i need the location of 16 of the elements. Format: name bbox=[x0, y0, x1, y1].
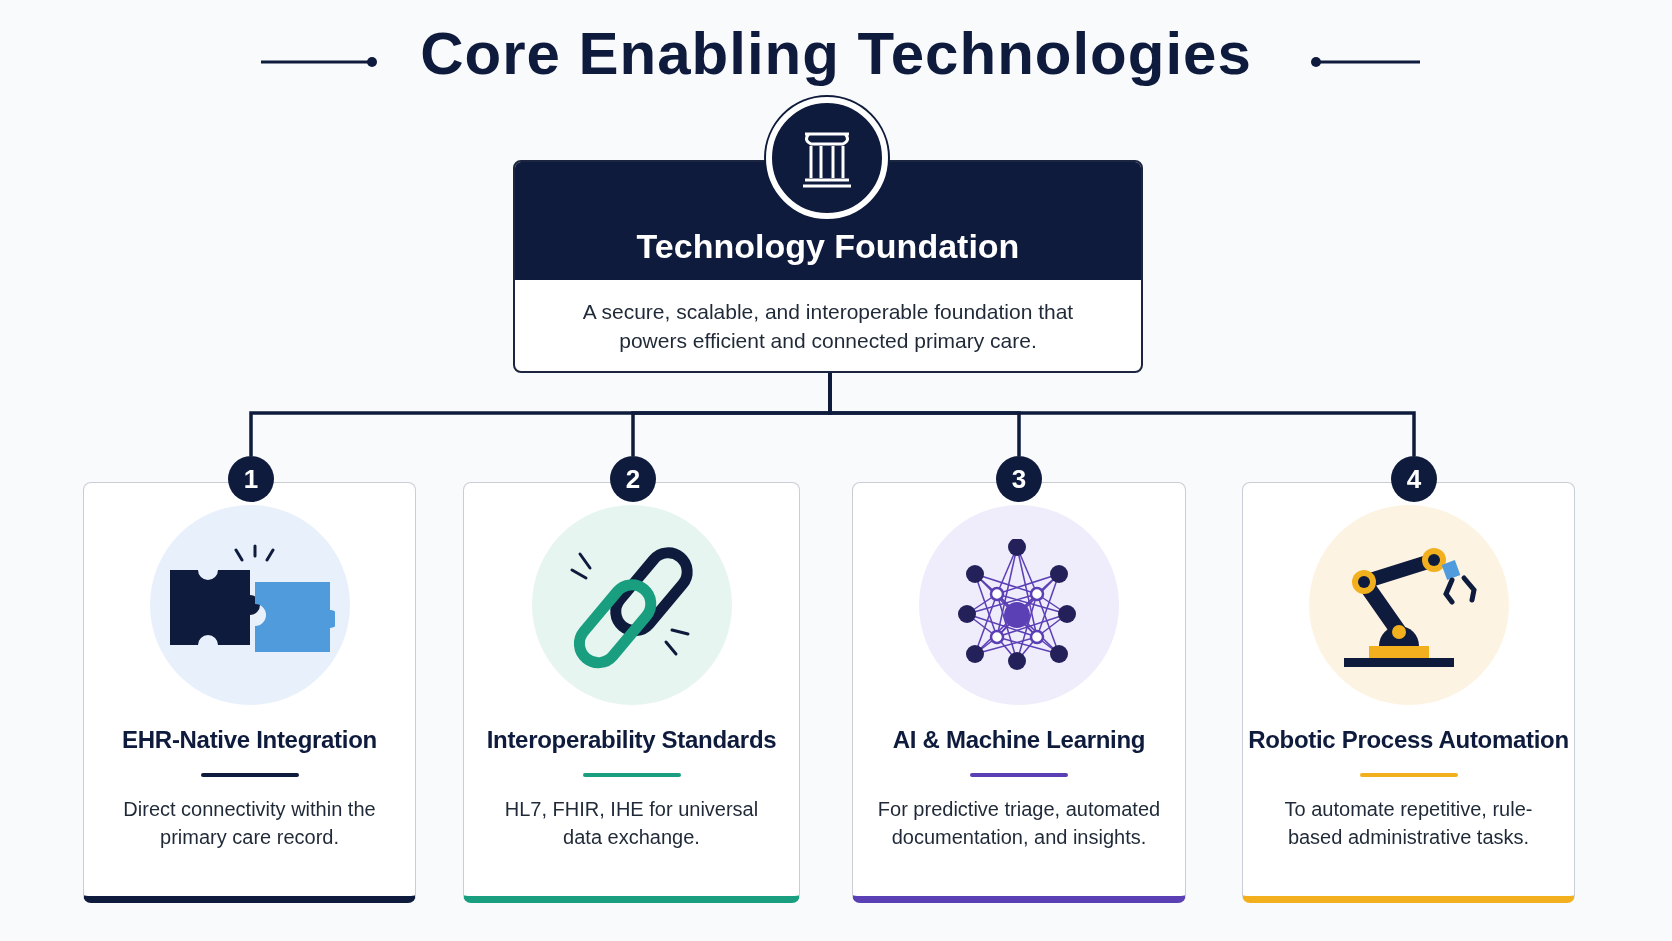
card-description: To automate repetitive, rule-based administrative tasks. bbox=[1283, 797, 1534, 850]
card-heading: AI & Machine Learning bbox=[892, 725, 1146, 755]
card-description: For predictive triage, automated documentation, and insights. bbox=[876, 797, 1162, 850]
card-heading: Robotic Process Automation bbox=[1248, 725, 1569, 755]
card-description: Direct connectivity within the primary care record. bbox=[122, 797, 377, 850]
card-heading: EHR-Native Integration bbox=[122, 725, 377, 755]
number-badge: 4 bbox=[1391, 456, 1437, 502]
card-heading: Interoperability Standards bbox=[486, 725, 777, 755]
card-description: HL7, FHIR, IHE for universal data exchange. bbox=[503, 797, 760, 850]
box-heading: Technology Foundation bbox=[636, 226, 1020, 266]
number-badge: 2 bbox=[610, 456, 656, 502]
title: Core Enabling Technologies bbox=[420, 19, 1252, 89]
foundation-box bbox=[513, 160, 1143, 373]
number-badge: 3 bbox=[996, 456, 1042, 502]
number-badge: 1 bbox=[228, 456, 274, 502]
box-description: A secure, scalable, and interoperable foundation that powers efficient and connected primary care. bbox=[581, 298, 1075, 354]
